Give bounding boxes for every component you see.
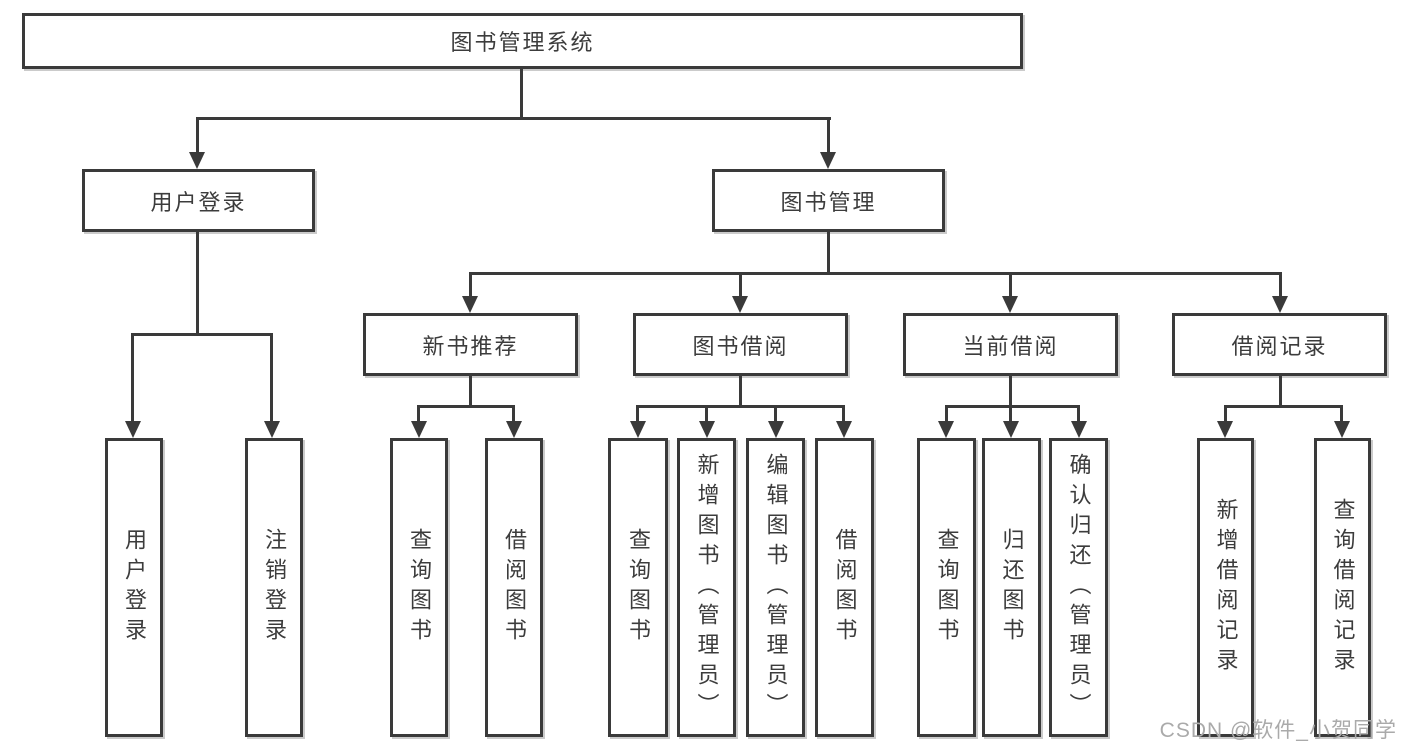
arrow-down-icon bbox=[699, 421, 715, 438]
leaf-add-borrow-record: 新增借阅记录 bbox=[1197, 438, 1254, 737]
connector-line bbox=[196, 232, 199, 336]
arrow-down-icon bbox=[1272, 296, 1288, 313]
connector-line bbox=[1224, 405, 1227, 423]
connector-line bbox=[1340, 405, 1343, 423]
connector-line bbox=[520, 69, 523, 118]
node-label: 用户登录 bbox=[122, 527, 147, 648]
node-label: 借阅图书 bbox=[502, 527, 527, 648]
arrow-down-icon bbox=[462, 296, 478, 313]
connector-line bbox=[196, 117, 831, 120]
arrow-down-icon bbox=[768, 421, 784, 438]
watermark-text: CSDN @软件_小贺同学 bbox=[1159, 719, 1397, 742]
arrow-down-icon bbox=[506, 421, 522, 438]
connector-line bbox=[774, 405, 777, 423]
connector-line bbox=[945, 405, 948, 423]
leaf-edit-books-admin: 编辑图书（管理员） bbox=[746, 438, 805, 737]
connector-line bbox=[636, 405, 845, 408]
leaf-borrow-books: 借阅图书 bbox=[815, 438, 874, 737]
arrow-down-icon bbox=[189, 152, 205, 169]
leaf-logout: 注销登录 bbox=[245, 438, 303, 737]
leaf-user-login: 用户登录 bbox=[105, 438, 163, 737]
arrow-down-icon bbox=[630, 421, 646, 438]
connector-line bbox=[417, 405, 515, 408]
node-label: 归还图书 bbox=[999, 527, 1025, 648]
node-label: 查询图书 bbox=[626, 527, 651, 648]
connector-line bbox=[196, 117, 199, 153]
arrow-down-icon bbox=[1217, 421, 1233, 438]
connector-line bbox=[270, 333, 273, 423]
node-label: 查询借阅记录 bbox=[1330, 497, 1356, 678]
connector-line bbox=[1279, 375, 1282, 407]
arrow-down-icon bbox=[938, 421, 954, 438]
arrow-down-icon bbox=[264, 421, 280, 438]
node-label: 编辑图书（管理员） bbox=[763, 452, 789, 723]
node-new-book-recommend: 新书推荐 bbox=[363, 313, 578, 376]
connector-line bbox=[827, 232, 830, 275]
node-book-borrow: 图书借阅 bbox=[633, 313, 848, 376]
arrow-down-icon bbox=[411, 421, 427, 438]
node-label: 图书管理 bbox=[780, 189, 877, 215]
node-label: 新增图书（管理员） bbox=[694, 452, 720, 723]
leaf-query-borrow-record: 查询借阅记录 bbox=[1314, 438, 1371, 737]
node-label: 图书借阅 bbox=[692, 333, 789, 359]
arrow-down-icon bbox=[1334, 421, 1350, 438]
leaf-query-books-current: 查询图书 bbox=[917, 438, 976, 737]
node-label: 图书管理系统 bbox=[450, 30, 595, 55]
connector-line bbox=[469, 272, 472, 298]
node-label: 新增借阅记录 bbox=[1213, 497, 1239, 678]
leaf-add-books-admin: 新增图书（管理员） bbox=[677, 438, 736, 737]
connector-line bbox=[1009, 272, 1012, 298]
node-book-management: 图书管理 bbox=[712, 169, 945, 232]
connector-line bbox=[636, 405, 639, 423]
node-label: 注销登录 bbox=[262, 527, 287, 648]
connector-line bbox=[1077, 405, 1080, 423]
arrow-down-icon bbox=[732, 296, 748, 313]
connector-line bbox=[417, 405, 420, 423]
connector-line bbox=[469, 375, 472, 407]
connector-line bbox=[739, 272, 742, 298]
leaf-borrow-books-recommend: 借阅图书 bbox=[485, 438, 543, 737]
connector-line bbox=[1009, 405, 1012, 423]
node-current-borrow: 当前借阅 bbox=[903, 313, 1118, 376]
node-user-login: 用户登录 bbox=[82, 169, 315, 232]
connector-line bbox=[945, 405, 1080, 408]
leaf-query-books-recommend: 查询图书 bbox=[390, 438, 448, 737]
connector-line bbox=[842, 405, 845, 423]
connector-line bbox=[1009, 375, 1012, 407]
arrow-down-icon bbox=[1071, 421, 1087, 438]
connector-line bbox=[705, 405, 708, 423]
connector-line bbox=[739, 375, 742, 407]
node-label: 借阅图书 bbox=[832, 527, 858, 648]
node-label: 当前借阅 bbox=[962, 333, 1059, 359]
connector-line bbox=[1224, 405, 1343, 408]
connector-line bbox=[512, 405, 515, 423]
connector-line bbox=[131, 333, 134, 423]
arrow-down-icon bbox=[820, 152, 836, 169]
connector-line bbox=[131, 333, 273, 336]
node-borrow-records: 借阅记录 bbox=[1172, 313, 1387, 376]
node-label: 查询图书 bbox=[934, 527, 960, 648]
arrow-down-icon bbox=[125, 421, 141, 438]
connector-line bbox=[827, 117, 830, 153]
leaf-query-books-borrow: 查询图书 bbox=[608, 438, 668, 737]
arrow-down-icon bbox=[836, 421, 852, 438]
leaf-return-books: 归还图书 bbox=[982, 438, 1041, 737]
node-label: 确认归还（管理员） bbox=[1066, 452, 1092, 723]
arrow-down-icon bbox=[1003, 421, 1019, 438]
node-label: 新书推荐 bbox=[422, 333, 519, 359]
node-label: 借阅记录 bbox=[1231, 333, 1328, 359]
node-label: 用户登录 bbox=[150, 189, 247, 215]
connector-line bbox=[1279, 272, 1282, 298]
node-label: 查询图书 bbox=[407, 527, 432, 648]
arrow-down-icon bbox=[1002, 296, 1018, 313]
node-root-system: 图书管理系统 bbox=[22, 13, 1023, 69]
leaf-confirm-return-admin: 确认归还（管理员） bbox=[1049, 438, 1108, 737]
connector-line bbox=[469, 272, 1282, 275]
